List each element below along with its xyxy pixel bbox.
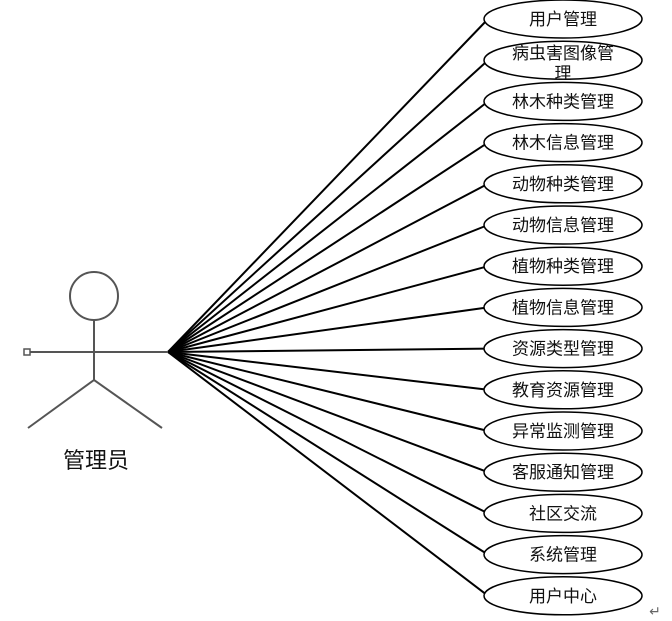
use-case-ellipse — [483, 287, 643, 328]
use-case-label: 系统管理 — [529, 546, 597, 566]
use-case-ellipse — [483, 246, 643, 286]
use-case: 系统管理 — [483, 534, 643, 575]
association-line — [167, 18, 489, 353]
association-line — [167, 265, 489, 353]
actor-right-leg — [93, 379, 163, 429]
association-line — [167, 351, 489, 474]
use-case-ellipse — [483, 0, 643, 39]
use-case-label: 林木信息管理 — [512, 134, 614, 154]
use-case-ellipse — [483, 370, 643, 410]
paragraph-mark-icon: ↵ — [649, 604, 661, 620]
use-case-label: 病虫害图像管理 — [512, 44, 614, 84]
use-case-ellipse — [483, 328, 643, 369]
association-line — [167, 351, 489, 597]
use-case: 植物种类管理 — [483, 246, 643, 286]
use-case-ellipse — [483, 122, 643, 163]
use-case: 异常监测管理 — [483, 411, 643, 451]
association-line — [167, 100, 489, 353]
association-lines — [167, 18, 489, 597]
association-line — [167, 224, 489, 353]
use-case-label: 动物种类管理 — [512, 175, 614, 195]
association-line — [167, 141, 489, 353]
use-case-label: 教育资源管理 — [512, 381, 614, 401]
use-case-label: 客服通知管理 — [512, 463, 614, 483]
use-case-label: 用户中心 — [529, 587, 597, 607]
use-case: 用户中心 — [483, 576, 643, 616]
actor-label: 管理员 — [63, 449, 129, 474]
association-line — [167, 351, 489, 432]
association-line — [167, 351, 489, 391]
use-case: 植物信息管理 — [483, 287, 643, 328]
use-case-ellipse — [483, 493, 643, 534]
use-case-ellipse — [483, 164, 643, 204]
use-case: 病虫害图像管理 — [483, 40, 643, 84]
association-line — [167, 351, 489, 556]
association-line — [167, 351, 489, 515]
association-line — [167, 347, 489, 353]
use-case: 教育资源管理 — [483, 370, 643, 410]
use-case: 林木信息管理 — [483, 122, 643, 163]
actor-handle — [23, 348, 31, 356]
use-case: 动物信息管理 — [483, 205, 643, 245]
use-case-label: 动物信息管理 — [512, 216, 614, 236]
use-case-label: 异常监测管理 — [512, 422, 614, 442]
use-case-label: 植物信息管理 — [512, 298, 614, 318]
use-case-label: 用户管理 — [529, 10, 597, 30]
use-case-ellipse — [483, 411, 643, 451]
use-case-ellipse — [483, 81, 643, 122]
use-case-label: 资源类型管理 — [512, 340, 614, 360]
use-case-label: 植物种类管理 — [512, 257, 614, 277]
use-case-ellipse — [483, 576, 643, 616]
actor-figure: 管理员 — [23, 271, 168, 474]
use-case-ellipse — [483, 205, 643, 245]
use-case-ellipse — [483, 40, 643, 80]
use-case: 动物种类管理 — [483, 164, 643, 204]
association-line — [167, 59, 489, 353]
use-case-label: 林木种类管理 — [512, 92, 614, 112]
use-case: 客服通知管理 — [483, 452, 643, 492]
use-case: 资源类型管理 — [483, 328, 643, 369]
use-case-list: 用户管理病虫害图像管理林木种类管理林木信息管理动物种类管理动物信息管理植物种类管… — [483, 0, 643, 616]
use-case-ellipse — [483, 534, 643, 575]
association-line — [167, 306, 489, 353]
use-case: 用户管理 — [483, 0, 643, 39]
use-case-label: 社区交流 — [529, 504, 597, 524]
use-case: 社区交流 — [483, 493, 643, 534]
association-line — [167, 182, 489, 353]
actor-head — [69, 271, 119, 321]
use-case: 林木种类管理 — [483, 81, 643, 122]
actor-left-leg — [27, 379, 95, 429]
use-case-ellipse — [483, 452, 643, 492]
